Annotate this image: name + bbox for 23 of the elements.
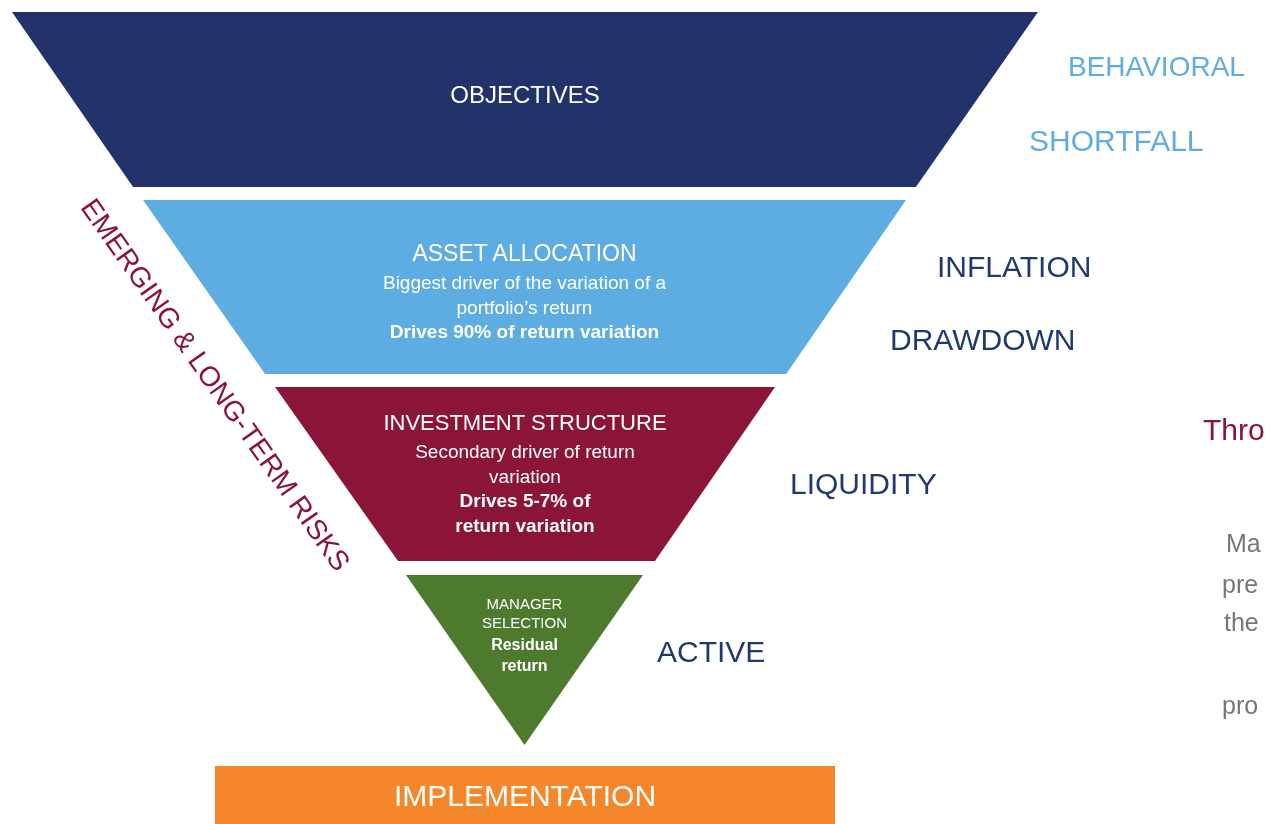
risk-label: DRAWDOWN	[890, 325, 1076, 355]
risk-label: LIQUIDITY	[790, 469, 937, 499]
implementation-bar	[215, 766, 835, 824]
band-heading: INVESTMENT STRUCTURE	[383, 409, 667, 438]
band-description: Secondary driver of return variation	[414, 439, 636, 489]
band-heading: MANAGER SELECTION	[481, 593, 568, 633]
band-highlight: Residual return	[490, 634, 559, 676]
band-heading: IMPLEMENTATION	[393, 777, 657, 814]
body-text: pre	[1222, 571, 1259, 597]
band-heading: ASSET ALLOCATION	[412, 239, 637, 268]
band-highlight: Drives 90% of return variation	[389, 320, 660, 345]
band-heading: OBJECTIVES	[450, 79, 600, 110]
risk-label: ACTIVE	[657, 637, 766, 667]
triangle-shape	[406, 575, 643, 745]
risk-label: BEHAVIORAL	[1068, 53, 1245, 81]
risk-label: INFLATION	[937, 252, 1092, 282]
body-text: pro	[1222, 692, 1259, 718]
heading-text: Thro	[1203, 415, 1265, 445]
band-description: Biggest driver of the variation of a portfolio’s return	[381, 270, 667, 320]
risk-label: SHORTFALL	[1029, 126, 1204, 156]
band-highlight: Drives 5-7% of return variation	[454, 489, 596, 538]
body-text: Ma	[1226, 530, 1261, 556]
body-text: the	[1224, 609, 1259, 635]
